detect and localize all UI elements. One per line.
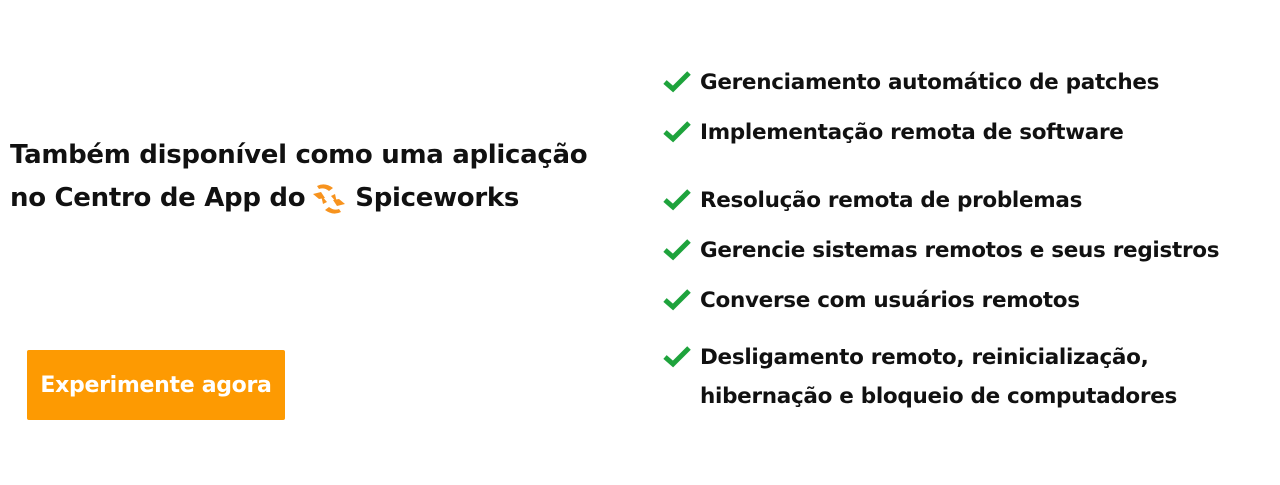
feature-item: Gerenciamento automático de patches bbox=[662, 63, 1159, 102]
headline: Também disponível como uma aplicação no … bbox=[10, 134, 588, 220]
feature-item: Converse com usuários remotos bbox=[662, 281, 1080, 320]
feature-item: Implementação remota de software bbox=[662, 113, 1124, 152]
feature-item: Resolução remota de problemas bbox=[662, 181, 1082, 220]
check-icon bbox=[663, 239, 691, 261]
spiceworks-logo-icon bbox=[309, 182, 349, 216]
check-icon bbox=[663, 189, 691, 211]
try-now-button[interactable]: Experimente agora bbox=[27, 350, 285, 420]
brand-name: Spiceworks bbox=[355, 183, 520, 213]
check-icon bbox=[663, 121, 691, 143]
feature-item: Desligamento remoto, reinicialização,hib… bbox=[662, 338, 1177, 416]
check-icon bbox=[663, 71, 691, 93]
check-icon bbox=[663, 346, 691, 368]
feature-item: Gerencie sistemas remotos e seus registr… bbox=[662, 231, 1220, 270]
check-icon bbox=[663, 289, 691, 311]
headline-line-1: Também disponível como uma aplicação bbox=[10, 140, 588, 170]
